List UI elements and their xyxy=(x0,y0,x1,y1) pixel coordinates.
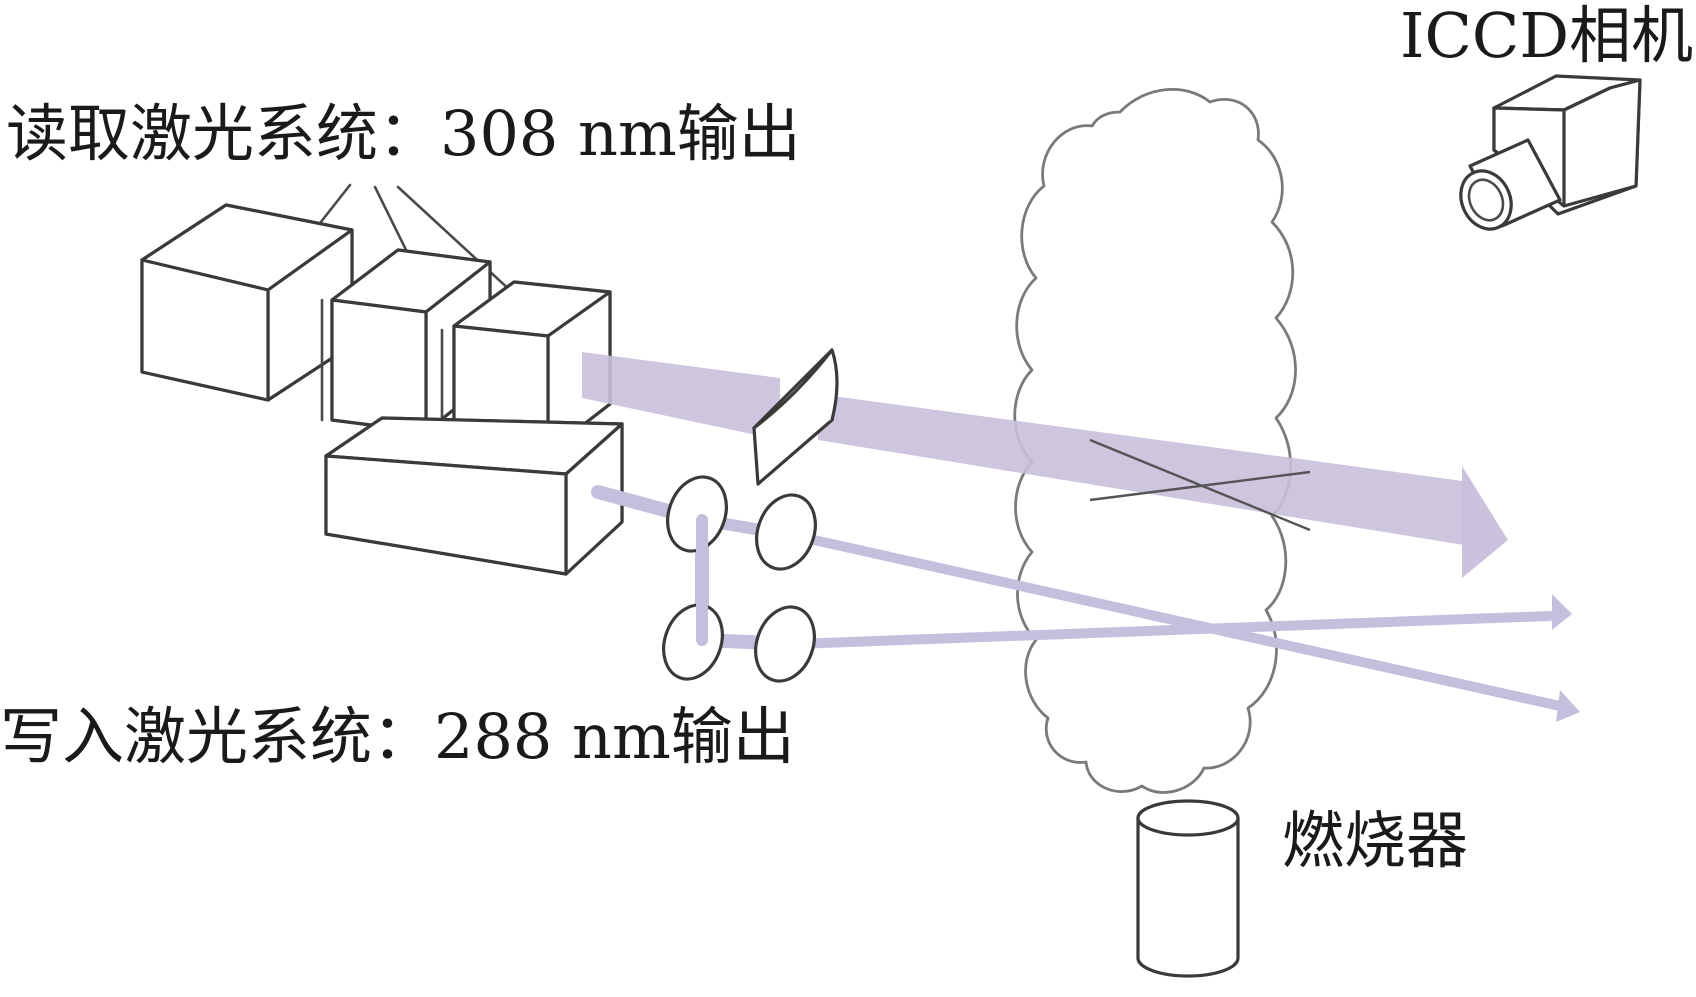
write-laser-module xyxy=(324,416,624,576)
mirror-bottom-right xyxy=(754,605,816,683)
read-laser-label: 读取激光系统：308 nm输出 xyxy=(6,97,801,170)
read-beam-segment-1 xyxy=(582,352,780,440)
steering-mirrors xyxy=(662,475,817,683)
write-beam-lower xyxy=(791,611,1555,649)
mirror-top-left xyxy=(666,475,728,553)
camera-label: ICCD相机 xyxy=(1400,0,1693,72)
mirror-top-right xyxy=(755,493,817,571)
burner xyxy=(1136,799,1240,978)
write-laser-label: 写入激光系统：288 nm输出 xyxy=(0,700,795,773)
read-laser-modules xyxy=(140,203,612,454)
cylindrical-lens xyxy=(752,348,839,486)
burner-label: 燃烧器 xyxy=(1282,804,1468,877)
write-beam-upper xyxy=(791,531,1565,711)
read-beam xyxy=(582,352,1508,578)
iccd-camera xyxy=(1459,74,1642,231)
read-beam-arrowhead xyxy=(1462,466,1508,578)
write-beam-arrowheads xyxy=(1552,594,1580,722)
read-beam-segment-2 xyxy=(818,394,1470,546)
mirror-bottom-left xyxy=(662,603,724,681)
